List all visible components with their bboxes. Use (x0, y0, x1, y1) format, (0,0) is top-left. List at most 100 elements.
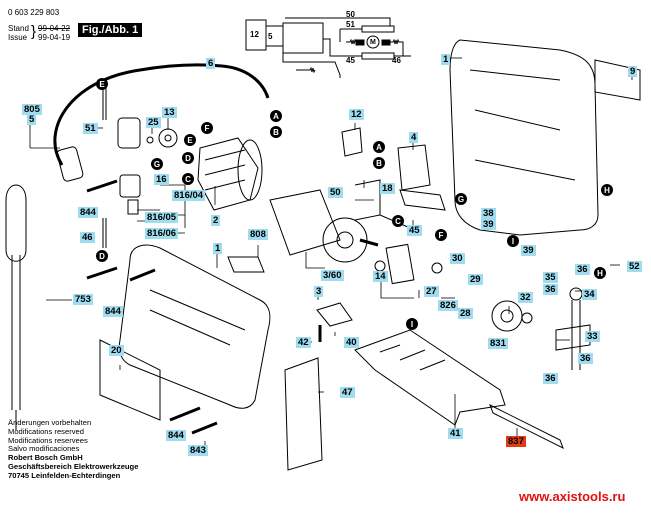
part-label-39-b[interactable]: 39 (521, 245, 536, 256)
part-label-816-05[interactable]: 816/05 (145, 212, 179, 223)
switch-assembly (341, 127, 446, 229)
part-label-5[interactable]: 5 (27, 114, 37, 125)
part-label-33[interactable]: 33 (585, 331, 600, 342)
stand-value: 99-04-22 (38, 24, 71, 33)
part-label-826[interactable]: 826 (438, 300, 458, 311)
screw-843 (191, 421, 218, 435)
part-label-30[interactable]: 30 (450, 253, 465, 264)
part-label-52[interactable]: 52 (627, 261, 642, 272)
part-label-36-mid[interactable]: 36 (543, 284, 558, 295)
part-label-46[interactable]: 46 (80, 232, 95, 243)
part-label-42[interactable]: 42 (296, 337, 311, 348)
screw-844-middle (129, 268, 156, 282)
cover-47 (284, 357, 323, 471)
part-label-9[interactable]: 9 (628, 66, 638, 77)
wiring-switch-label: 12 (250, 30, 259, 39)
connector-G-left: G (151, 158, 163, 170)
brace: } (31, 23, 37, 40)
part-label-831[interactable]: 831 (488, 338, 508, 349)
part-label-16[interactable]: 16 (154, 174, 169, 185)
part-label-816-06[interactable]: 816/06 (145, 228, 179, 239)
svg-text:H: H (604, 186, 610, 195)
blade-holder-837 (489, 403, 564, 450)
part-label-13[interactable]: 13 (162, 107, 177, 118)
part-label-805[interactable]: 805 (22, 104, 42, 115)
part-label-837-highlighted[interactable]: 837 (506, 436, 526, 447)
svg-text:D: D (99, 252, 105, 261)
field-stator (197, 137, 263, 211)
svg-text:I: I (411, 320, 413, 329)
housing-right (449, 39, 641, 236)
part-label-753[interactable]: 753 (73, 294, 93, 305)
svg-text:D: D (185, 154, 191, 163)
part-label-35[interactable]: 35 (543, 272, 558, 283)
part-label-45[interactable]: 45 (407, 225, 422, 236)
part-label-1-left[interactable]: 1 (213, 243, 223, 254)
part-label-2[interactable]: 2 (211, 215, 221, 226)
part-label-41[interactable]: 41 (448, 428, 463, 439)
part-label-47[interactable]: 47 (340, 387, 355, 398)
part-label-38[interactable]: 38 (481, 208, 496, 219)
svg-text:A: A (273, 112, 279, 121)
wiring-label-51: 51 (346, 20, 355, 29)
svg-text:B: B (376, 159, 382, 168)
connector-C-mid: C (182, 173, 194, 185)
wiring-schematic (245, 17, 411, 78)
part-label-36-lower[interactable]: 36 (543, 373, 558, 384)
gear-and-plunger (374, 243, 591, 370)
part-label-808[interactable]: 808 (248, 229, 268, 240)
part-number: 0 603 229 803 (8, 8, 60, 17)
connector-A-left: A (270, 110, 282, 122)
issue-value: 99-04-19 (38, 33, 71, 42)
part-label-844-upper[interactable]: 844 (78, 207, 98, 218)
part-label-14[interactable]: 14 (373, 271, 388, 282)
stand-label: Stand (8, 24, 29, 33)
part-label-844-middle[interactable]: 844 (103, 306, 123, 317)
issue-label: Issue (8, 33, 28, 42)
part-label-29[interactable]: 29 (468, 274, 483, 285)
connector-D-mid: D (182, 152, 194, 164)
part-label-36-right[interactable]: 36 (578, 353, 593, 364)
part-label-50[interactable]: 50 (328, 187, 343, 198)
part-label-843[interactable]: 843 (188, 445, 208, 456)
part-label-34[interactable]: 34 (582, 289, 597, 300)
base-plate (354, 329, 564, 450)
part-label-28[interactable]: 28 (458, 308, 473, 319)
part-label-27[interactable]: 27 (424, 286, 439, 297)
connector-E-mid: E (184, 134, 196, 146)
svg-text:A: A (376, 143, 382, 152)
wiring-label-5: 5 (268, 32, 273, 41)
wiring-label-46: 46 (392, 56, 401, 65)
watermark-link[interactable]: www.axistools.ru (519, 489, 626, 504)
part-label-39-a[interactable]: 39 (481, 219, 496, 230)
part-label-18[interactable]: 18 (380, 183, 395, 194)
svg-text:H: H (597, 269, 603, 278)
part-label-844-lower[interactable]: 844 (166, 430, 186, 441)
part-label-32[interactable]: 32 (518, 292, 533, 303)
svg-text:E: E (187, 136, 193, 145)
part-label-40[interactable]: 40 (344, 337, 359, 348)
part-label-6[interactable]: 6 (206, 58, 216, 69)
part-label-3-60[interactable]: 3/60 (321, 270, 344, 281)
connector-I-lower: I (406, 318, 418, 330)
connector-G-right: G (455, 193, 467, 205)
part-label-51[interactable]: 51 (83, 123, 98, 134)
part-label-25[interactable]: 25 (146, 117, 161, 128)
part-label-20[interactable]: 20 (109, 345, 124, 356)
part-label-1-right[interactable]: 1 (441, 54, 451, 65)
clamp-40 (316, 302, 353, 327)
sticker-808 (227, 256, 265, 273)
leader-lines (29, 57, 633, 448)
svg-text:I: I (512, 237, 514, 246)
svg-text:C: C (185, 175, 191, 184)
part-label-816-04[interactable]: 816/04 (172, 190, 206, 201)
housing-left (99, 244, 271, 421)
part-label-4[interactable]: 4 (409, 132, 419, 143)
part-label-36-top[interactable]: 36 (575, 264, 590, 275)
footer-company: Robert Bosch GmbH (8, 453, 83, 463)
part-label-3[interactable]: 3 (314, 286, 324, 297)
part-label-12[interactable]: 12 (349, 109, 364, 120)
figure-title: Fig./Abb. 1 (78, 23, 143, 37)
svg-text:G: G (154, 160, 160, 169)
